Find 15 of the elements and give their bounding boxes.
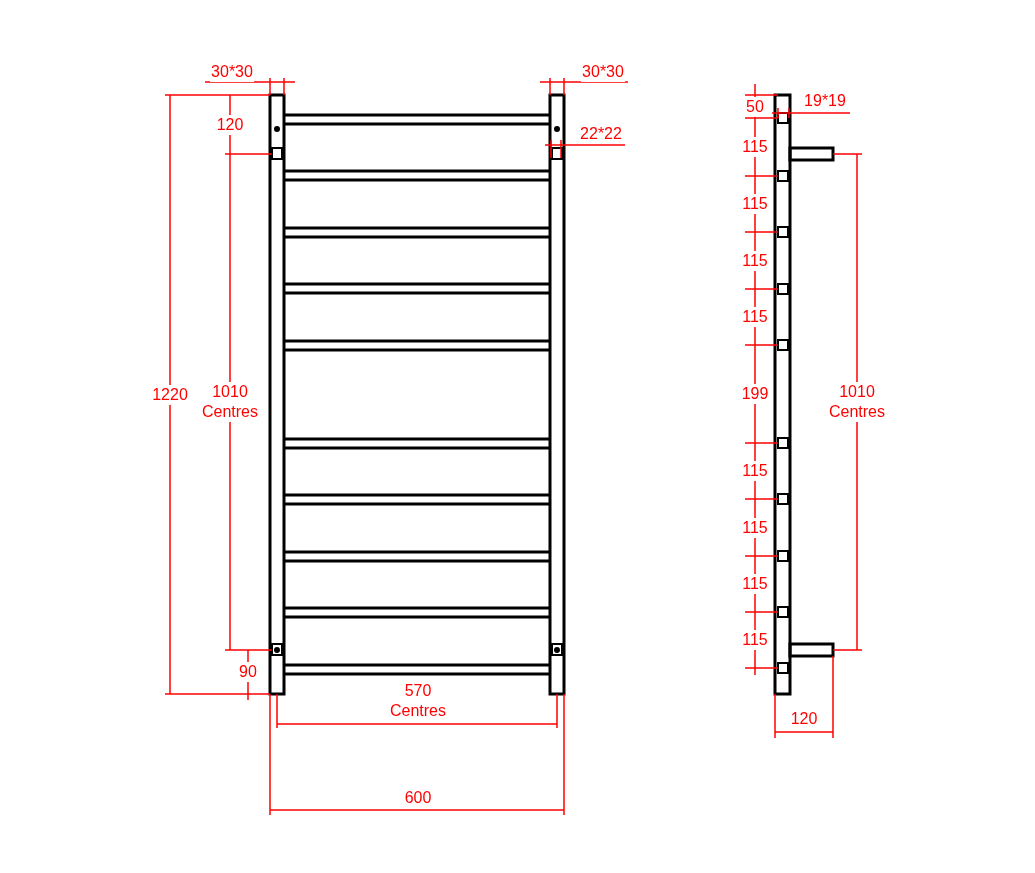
dimension-label: 30*30 [581,62,625,82]
dimension-label: 115 [741,518,769,538]
dimension-label: 90 [238,662,258,682]
dimension-label: 115 [741,137,769,157]
dimension-label: 115 [741,461,769,481]
dimension-label: 115 [741,630,769,650]
dimension-label: 50 [745,97,765,117]
dimension-label: 30*30 [210,62,254,82]
dimension-label: 199 [740,384,770,404]
dimension-label: 120 [215,115,245,135]
dimension-label: 115 [741,194,769,214]
dimension-label: 115 [741,307,769,327]
dimension-label: 115 [741,251,769,271]
dimension-label: 115 [741,574,769,594]
dimension-label: 1220 [151,385,189,405]
